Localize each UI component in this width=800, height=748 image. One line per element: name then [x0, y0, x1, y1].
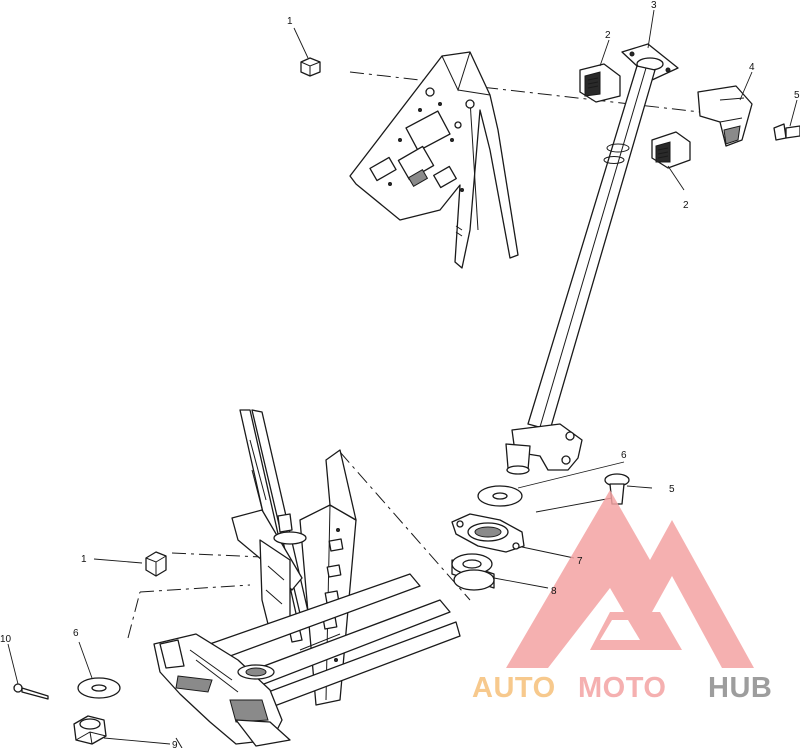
- clamp: [697, 85, 753, 147]
- leader-lines: [7, 9, 798, 745]
- callout-3: 3: [651, 0, 657, 11]
- bolt-top: [773, 123, 800, 141]
- cotter-pin: [13, 683, 49, 700]
- callout-10: 10: [0, 634, 12, 645]
- callout-5-mid: 5: [669, 484, 675, 495]
- nut-top: [300, 57, 321, 77]
- nut-low: [145, 551, 167, 577]
- bushing-mid: [651, 131, 691, 169]
- callout-2-mid: 2: [683, 200, 689, 211]
- callout-7: 7: [577, 556, 583, 567]
- callout-9: 9: [172, 740, 178, 748]
- callout-4: 4: [749, 62, 755, 73]
- logo-mark: [506, 490, 754, 668]
- callout-1-top: 1: [287, 16, 293, 27]
- callout-8-mid: 8: [551, 586, 557, 597]
- callout-6-mid: 6: [621, 450, 627, 461]
- flange-plate: [451, 513, 525, 553]
- castle-nut: [73, 715, 107, 745]
- bushing-top: [579, 63, 621, 103]
- callout-1-low: 1: [81, 554, 87, 565]
- logo-text-moto: MOTO: [578, 672, 666, 704]
- lower-frame: [153, 409, 461, 748]
- alignment-lines: [127, 71, 701, 639]
- callout-2-top: 2: [605, 30, 611, 41]
- callout-5-top: 5: [794, 90, 800, 101]
- steering-column: [505, 43, 679, 475]
- watermark-logo: AUTO MOTO HUB: [472, 490, 772, 704]
- upper-bracket: [349, 51, 519, 269]
- logo-text-hub: HUB: [708, 672, 772, 704]
- washer-mid: [477, 485, 523, 507]
- washer-low: [77, 677, 121, 699]
- logo-text-auto: AUTO: [472, 672, 556, 704]
- callout-6-low: 6: [73, 628, 79, 639]
- spacer-bushing: [451, 553, 495, 591]
